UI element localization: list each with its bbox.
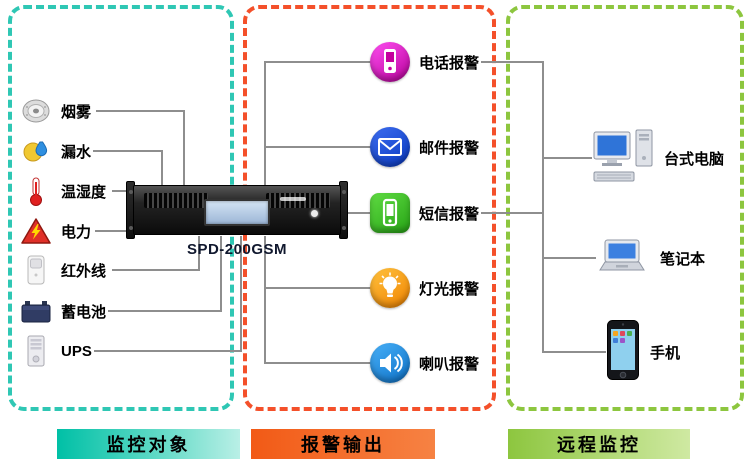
connector-line	[264, 236, 266, 364]
ups-tower-icon	[20, 335, 52, 367]
remote-label: 笔记本	[660, 250, 706, 268]
connector-line	[93, 150, 163, 152]
connector-line	[240, 236, 242, 352]
connector-line	[264, 61, 266, 185]
sensor-item-temp-humidity: 温湿度	[20, 174, 106, 208]
brand-mark	[280, 197, 306, 201]
thermometer-icon	[20, 176, 52, 206]
alarm-item-phone: 电话报警	[370, 42, 479, 82]
light-alarm-icon	[370, 268, 410, 308]
connector-line	[481, 61, 544, 63]
alarm-item-speaker: 喇叭报警	[370, 343, 479, 383]
remote-item-desktop: 台式电脑	[592, 128, 725, 189]
phone-alarm-icon	[370, 42, 410, 82]
alarm-label: 灯光报警	[419, 280, 480, 298]
smoke-detector-icon	[20, 98, 52, 124]
connector-line	[544, 351, 606, 353]
vent-grille	[144, 193, 208, 208]
connector-line	[161, 150, 163, 185]
sensor-item-power: 电力	[20, 214, 91, 248]
connector-line	[198, 236, 200, 271]
connector-line	[108, 310, 222, 312]
power-warning-icon	[20, 217, 52, 245]
remote-label: 手机	[650, 344, 681, 362]
device-front-panel	[133, 185, 341, 235]
water-leak-icon	[20, 137, 52, 165]
footer-bar-monitoring-objects: 监控对象	[57, 429, 240, 459]
sensor-label: 漏水	[61, 143, 92, 161]
remote-item-phone: 手机	[606, 319, 681, 386]
footer-label: 监控对象	[106, 435, 191, 455]
desktop-computer-icon	[592, 128, 654, 189]
sensor-label: 红外线	[61, 262, 107, 280]
sensor-label: 蓄电池	[61, 303, 107, 321]
connector-line	[112, 269, 200, 271]
sensor-label: 电力	[61, 223, 92, 241]
alarm-label: 喇叭报警	[419, 355, 480, 373]
alarm-item-light: 灯光报警	[370, 268, 479, 308]
connector-line	[183, 110, 185, 185]
connector-line	[264, 287, 372, 289]
smartphone-icon	[606, 319, 640, 386]
connector-line	[481, 212, 542, 214]
connector-line	[94, 350, 242, 352]
battery-icon	[20, 299, 52, 323]
spd-200gsm-device	[126, 181, 348, 239]
footer-bar-remote-monitoring: 远程监控	[508, 429, 690, 459]
remote-item-laptop: 笔记本	[596, 238, 706, 279]
lcd-screen	[204, 199, 270, 226]
connector-line	[220, 236, 222, 312]
footer-label: 远程监控	[557, 435, 641, 455]
connector-line	[544, 157, 592, 159]
connector-line	[264, 146, 372, 148]
alarm-label: 邮件报警	[419, 139, 480, 157]
connector-line	[544, 257, 596, 259]
connector-line	[112, 190, 132, 192]
sms-alarm-icon	[370, 193, 410, 233]
sensor-item-ups: UPS	[20, 334, 92, 368]
footer-bar-alarm-output: 报警输出	[251, 429, 435, 459]
sensor-label: 烟雾	[61, 103, 92, 121]
alarm-item-sms: 短信报警	[370, 193, 479, 233]
remote-label: 台式电脑	[664, 150, 725, 168]
email-alarm-icon	[370, 127, 410, 167]
sensor-label: UPS	[61, 342, 92, 360]
alarm-label: 短信报警	[419, 205, 480, 223]
sensor-item-infrared: 红外线	[20, 253, 106, 287]
infrared-sensor-icon	[20, 255, 52, 285]
connector-line	[264, 362, 372, 364]
status-led	[311, 210, 318, 217]
laptop-icon	[596, 238, 650, 279]
connector-line	[347, 212, 372, 214]
sensor-label: 温湿度	[61, 183, 107, 201]
speaker-alarm-icon	[370, 343, 410, 383]
sensor-item-battery: 蓄电池	[20, 294, 106, 328]
connector-line	[542, 61, 544, 353]
sensor-item-smoke: 烟雾	[20, 94, 91, 128]
panel-remote-monitoring	[506, 5, 744, 411]
footer-label: 报警输出	[301, 435, 385, 455]
connector-line	[264, 61, 372, 63]
alarm-item-email: 邮件报警	[370, 127, 479, 167]
device-model-label: SPD-200GSM	[186, 241, 288, 258]
alarm-label: 电话报警	[419, 54, 480, 72]
connector-line	[96, 110, 184, 112]
sensor-item-water-leak: 漏水	[20, 134, 91, 168]
connector-line	[95, 230, 132, 232]
